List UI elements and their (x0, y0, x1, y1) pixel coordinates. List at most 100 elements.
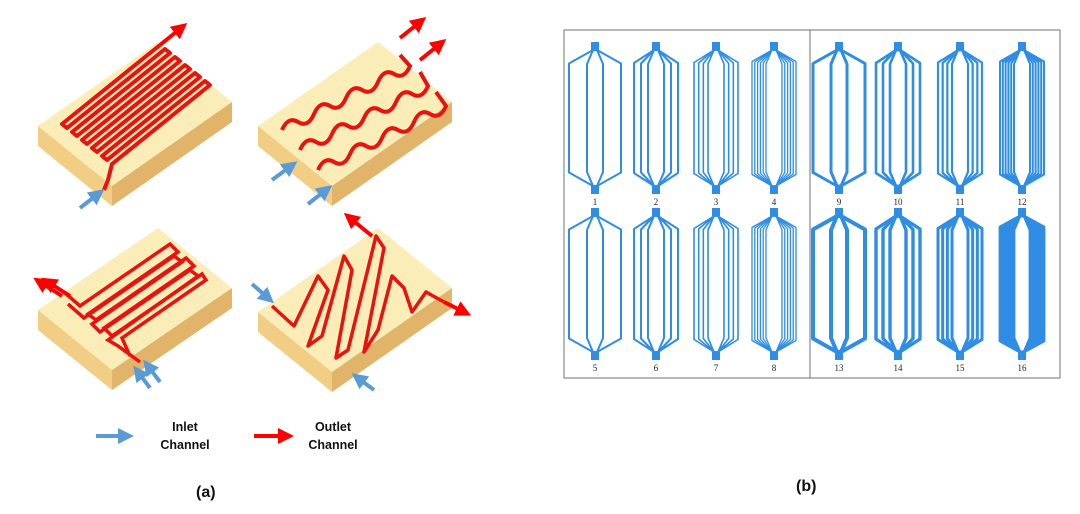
design-number-label: 11 (956, 197, 965, 207)
plate-front (258, 312, 332, 392)
port-pad (652, 42, 660, 50)
channel-loop (693, 49, 739, 187)
channel-loop (751, 49, 797, 187)
flow-field-design: 11 (936, 42, 984, 207)
plate-side (332, 288, 452, 392)
design-number-label: 10 (894, 197, 904, 207)
flow-field-design: 10 (874, 42, 922, 207)
flow-field-design: 7 (693, 208, 739, 373)
plate-front (38, 126, 112, 206)
flow-field-design: 12 (999, 42, 1045, 207)
port-pad (652, 208, 660, 216)
channel-loop (568, 49, 622, 187)
design-number-label: 13 (835, 363, 845, 373)
legend-inlet-label: Inlet Channel (150, 418, 220, 454)
channel-loop (633, 49, 679, 187)
outlet-arrow (443, 300, 472, 316)
port-pad (591, 208, 599, 216)
multipass-channel-1 (62, 241, 209, 357)
port-pad (835, 352, 843, 360)
port-pad (956, 42, 964, 50)
outlet-arrow (418, 39, 447, 62)
channel-loop (874, 214, 922, 354)
flow-field-design: 14 (874, 208, 922, 373)
legend-outlet-line2: Channel (308, 438, 358, 452)
design-number-label: 9 (837, 197, 842, 207)
flow-field-design: 8 (751, 208, 797, 373)
plate-side (332, 102, 452, 206)
plate-top (38, 228, 232, 370)
port-pad (835, 208, 843, 216)
flow-field-design: 5 (568, 208, 622, 373)
flow-field-design: 6 (633, 208, 679, 373)
channel-loop (693, 215, 739, 353)
panel-a (33, 17, 472, 444)
channel-loop (633, 215, 679, 353)
channel-loop (998, 214, 1046, 354)
design-number-label: 4 (772, 197, 777, 207)
design-number-label: 8 (772, 363, 777, 373)
design-number-label: 7 (714, 363, 719, 373)
multipass-channel-2 (66, 253, 201, 364)
port-pad (770, 352, 778, 360)
caption-a: (a) (196, 484, 216, 501)
channel-loop (751, 215, 797, 353)
inlet-arrow (351, 373, 376, 392)
channel-loop (936, 214, 984, 354)
legend-outlet-line1: Outlet (314, 420, 352, 434)
port-pad (956, 352, 964, 360)
plate-wavy-parallel (258, 17, 452, 206)
plate-side (112, 288, 232, 390)
channel-loop (811, 214, 867, 354)
port-pad (835, 42, 843, 50)
inlet-arrow (306, 185, 333, 206)
port-pad (712, 352, 720, 360)
plate-top (258, 42, 452, 186)
legend-inlet-line1: Inlet (172, 420, 198, 434)
port-pad (770, 186, 778, 194)
port-pad (591, 186, 599, 194)
inlet-arrow (250, 282, 275, 304)
port-pad (894, 208, 902, 216)
flow-field-design: 16 (998, 208, 1046, 373)
inlet-arrow (270, 161, 298, 182)
port-pad (652, 352, 660, 360)
wavy-channel-1 (280, 53, 413, 131)
port-pad (712, 42, 720, 50)
outlet-arrow (158, 22, 188, 47)
wavy-channel-3 (316, 90, 449, 171)
flow-field-design: 4 (751, 42, 797, 207)
outlet-arrow (343, 212, 374, 238)
channel-loop (811, 48, 867, 188)
plate-front (38, 310, 112, 390)
inlet-arrow (133, 365, 152, 390)
outlet-arrow (398, 17, 427, 40)
port-pad (1018, 208, 1026, 216)
flow-field-design: 9 (811, 42, 867, 207)
port-pad (770, 208, 778, 216)
outlet-arrow (41, 277, 72, 298)
inlet-arrow (78, 189, 105, 210)
flow-field-design: 1 (568, 42, 622, 207)
port-pad (835, 186, 843, 194)
zigzag-channel (270, 234, 445, 360)
port-pad (894, 352, 902, 360)
port-pad (591, 352, 599, 360)
flow-field-design: 13 (811, 208, 867, 373)
plate-side (112, 102, 232, 206)
serpentine-channel (60, 43, 212, 191)
port-pad (712, 186, 720, 194)
flow-field-design: 3 (693, 42, 739, 207)
port-pad (894, 42, 902, 50)
plate-multipass (33, 228, 232, 390)
plate-serpentine (38, 22, 232, 210)
port-pad (894, 186, 902, 194)
port-pad (1018, 352, 1026, 360)
channel-loop (568, 215, 622, 353)
design-number-label: 16 (1018, 363, 1028, 373)
plate-top (258, 228, 452, 372)
port-pad (591, 42, 599, 50)
